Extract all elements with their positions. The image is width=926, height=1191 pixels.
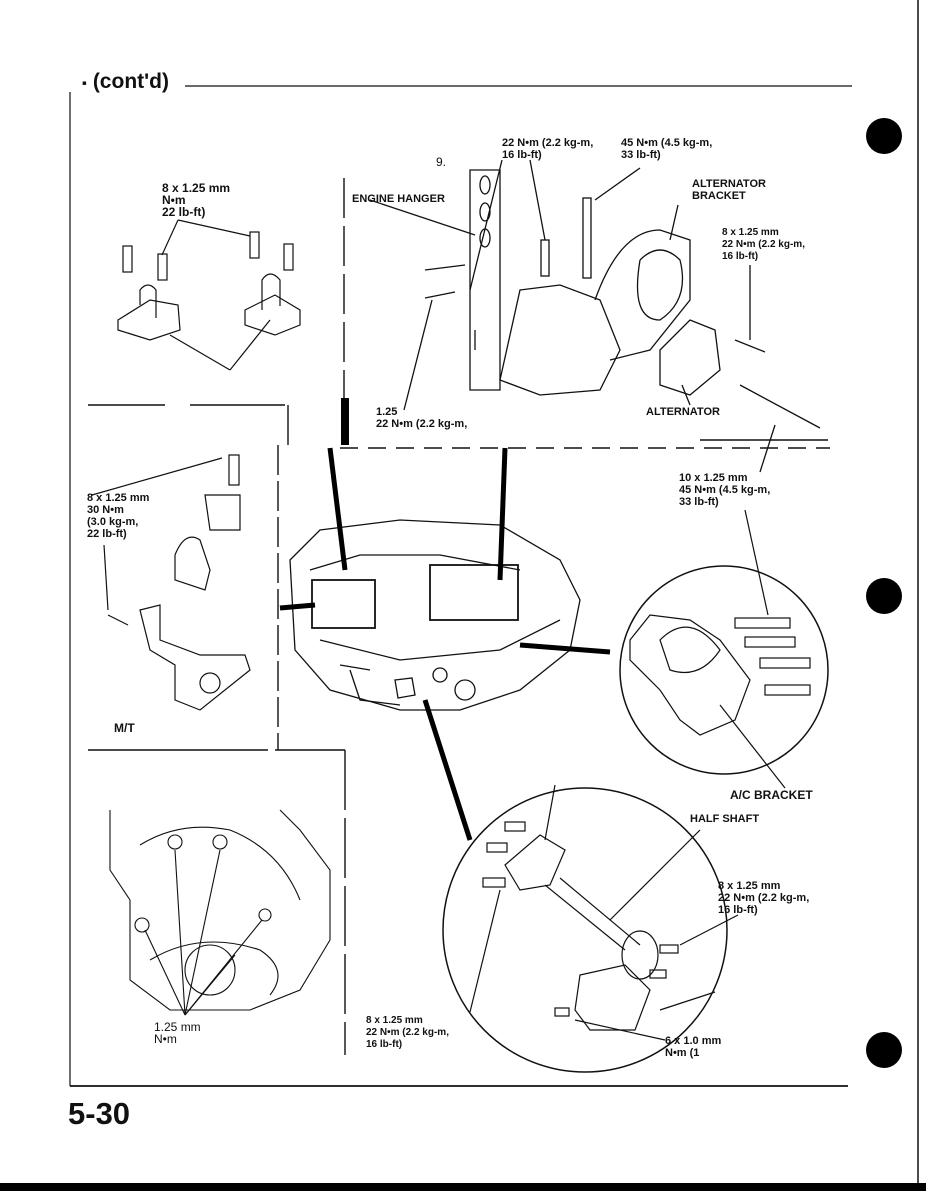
engine-hanger-label: ENGINE HANGER: [352, 193, 445, 205]
step-number: 9.: [436, 155, 447, 169]
alternator-bracket-label: ALTERNATOR BRACKET: [692, 178, 766, 202]
torque-spec-top-a: 22 N•m (2.2 kg-m, 16 lb-ft): [502, 137, 594, 161]
bearing-support-bolt-spec: 8 x 1.25 mm 22 N•m (2.2 kg-m, 16 lb-ft): [366, 1015, 449, 1050]
torque-spec-top-b: 45 N•m (4.5 kg-m, 33 lb-ft): [621, 137, 713, 161]
binder-hole-middle: [866, 578, 902, 614]
mt-label: M/T: [114, 721, 135, 735]
ac-bracket-bolt-spec: 10 x 1.25 mm 45 N•m (4.5 kg-m, 33 lb-ft): [679, 472, 771, 508]
header-title: (cont'd): [92, 70, 169, 93]
page-number: 5-30: [68, 1096, 131, 1131]
support-bolt-spec: 6 x 1.0 mm N•m (1: [665, 1035, 722, 1059]
engine-hanger-bolt-spec: 1.25 22 N•m (2.2 kg-m,: [376, 406, 468, 430]
alternator-label: ALTERNATOR: [646, 406, 720, 418]
transmission-bolt-spec: 1.25 mm N•m: [154, 1020, 201, 1046]
mt-bracket-bolt-spec: 8 x 1.25 mm 30 N•m (3.0 kg-m, 22 lb-ft): [87, 492, 150, 540]
half-shaft-label: HALF SHAFT: [690, 813, 760, 825]
header-bullet: ▪: [82, 74, 87, 91]
binder-hole-bottom: [866, 1032, 902, 1068]
section-header: ▪ (cont'd): [82, 70, 169, 94]
hanger-bolt-spec: 8 x 1.25 mm N•m 22 lb-ft): [162, 181, 231, 219]
binder-hole-top: [866, 118, 902, 154]
ac-bracket-label: A/C BRACKET: [730, 788, 813, 802]
alternator-bracket-bolt-spec: 8 x 1.25 mm 22 N•m (2.2 kg-m, 16 lb-ft): [722, 227, 805, 262]
half-shaft-bolt-spec: 8 x 1.25 mm 22 N•m (2.2 kg-m, 16 lb-ft): [718, 880, 810, 916]
scan-edge: [0, 1183, 926, 1191]
